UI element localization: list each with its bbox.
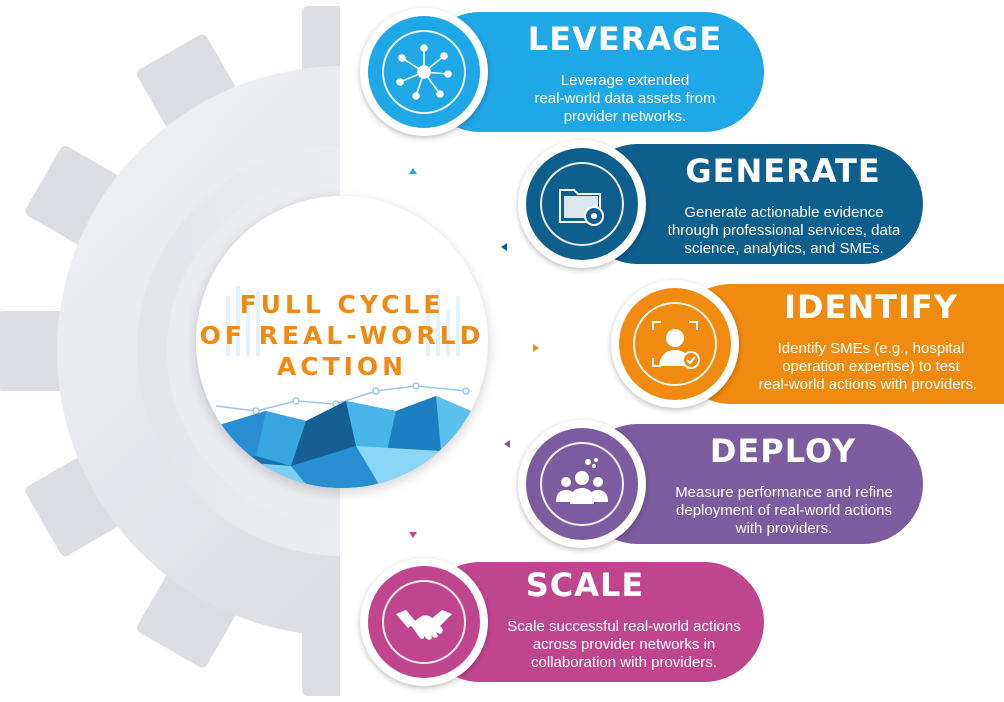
icon-badge: [518, 420, 646, 548]
stage-description-line-1: Measure performance and refine: [675, 484, 893, 501]
arrow-marker: [409, 532, 417, 538]
stage-description-line-3: collaboration with providers.: [531, 654, 717, 671]
stage-identify: IDENTIFY Identify SMEs (e.g., hospital o…: [611, 280, 1004, 408]
icon-disc: [368, 566, 480, 678]
arrow-marker: [533, 344, 539, 352]
icon-badge: [518, 140, 646, 268]
icon-frame: [540, 162, 624, 246]
center-title-line-1: FULL CYCLE: [239, 290, 445, 319]
stage-description-line-3: provider networks.: [563, 108, 687, 125]
icon-badge: [360, 558, 488, 686]
arrow-marker: [409, 168, 417, 174]
stage-description-line-2: operation expertise) to test: [782, 358, 960, 375]
icon-badge: [611, 280, 739, 408]
stage-description-line-3: science, analytics, and SMEs.: [684, 240, 884, 257]
stage-title: DEPLOY: [709, 432, 857, 470]
center-title-line-2: OF REAL-WORLD: [199, 321, 485, 350]
stage-description-line-2: deployment of real-world actions: [676, 502, 892, 519]
icon-frame: [382, 580, 466, 664]
mountain-illustration: [198, 286, 485, 488]
stage-deploy: DEPLOY Measure performance and refine de…: [518, 420, 923, 548]
icon-disc: [368, 16, 480, 128]
folder-gear-icon: [559, 189, 604, 226]
icon-frame: [633, 302, 717, 386]
face-scan-check-icon: [652, 321, 700, 369]
stage-description-line-2: through professional services, data: [667, 222, 901, 239]
stage-title: IDENTIFY: [784, 288, 958, 326]
team-gear-icon: [556, 458, 608, 504]
icon-disc: [619, 288, 731, 400]
stage-generate: GENERATE Generate actionable evidence th…: [518, 140, 923, 268]
center-title-line-3: ACTION: [276, 352, 408, 381]
stage-title: GENERATE: [685, 152, 881, 190]
center-circle: FULL CYCLE OF REAL-WORLD ACTION: [196, 196, 488, 488]
stage-description-line-3: with providers.: [735, 520, 833, 537]
stage-title: LEVERAGE: [527, 20, 723, 58]
icon-badge: [360, 8, 488, 136]
stage-leverage: LEVERAGE Leverage extended real-world da…: [360, 8, 764, 136]
icon-frame: [382, 30, 466, 114]
stage-description-line-1: Leverage extended: [560, 72, 690, 89]
stage-description-line-1: Generate actionable evidence: [684, 204, 884, 221]
stage-title: SCALE: [525, 566, 645, 604]
arrow-marker: [504, 440, 510, 448]
icon-disc: [526, 148, 638, 260]
handshake-icon: [396, 610, 452, 640]
arrow-marker: [501, 243, 507, 251]
stage-description-line-1: Scale successful real-world actions: [507, 618, 741, 635]
icon-frame: [540, 442, 624, 526]
network-hub-icon: [396, 44, 452, 100]
stage-scale: SCALE Scale successful real-world action…: [360, 558, 764, 686]
stage-description-line-2: across provider networks in: [532, 636, 716, 653]
stage-description-line-1: Identify SMEs (e.g., hospital: [777, 340, 965, 357]
stage-description-line-2: real-world data assets from: [534, 90, 716, 107]
stage-description-line-3: real-world actions with providers.: [758, 376, 978, 393]
icon-disc: [526, 428, 638, 540]
